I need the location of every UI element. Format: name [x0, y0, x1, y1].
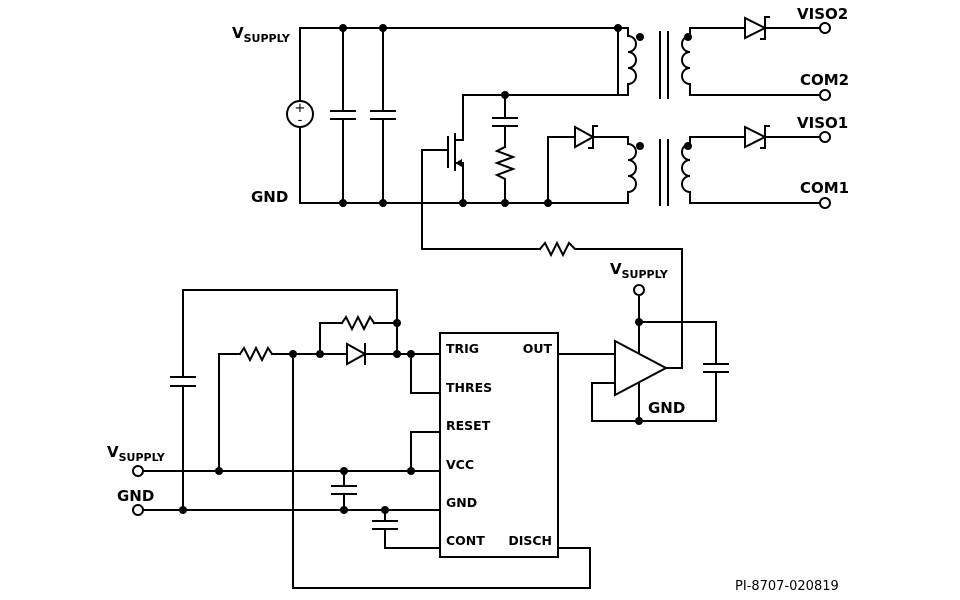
gnd-left-terminal[interactable]	[132, 504, 144, 516]
snubber-capacitor	[492, 94, 518, 148]
com2-terminal[interactable]	[819, 89, 831, 101]
junction-dot	[544, 199, 552, 207]
timing-diode	[346, 342, 368, 366]
feedback-loop-wire	[182, 289, 398, 511]
opamp-bypass-wire	[638, 321, 717, 422]
junction-dot	[635, 417, 643, 425]
com2-label: COM2	[800, 71, 849, 89]
junction-dot	[179, 506, 187, 514]
viso1-diode	[744, 125, 770, 149]
vsupply-main-label: VSUPPLY	[232, 24, 291, 45]
junction-dot	[501, 199, 509, 207]
viso1-label: VISO1	[797, 114, 848, 132]
pin-cont: CONT	[446, 533, 485, 548]
junction-dot	[379, 24, 387, 32]
top-power-stage: + -	[232, 5, 849, 369]
pin-thres: THRES	[446, 380, 492, 395]
com1-terminal[interactable]	[819, 197, 831, 209]
transformer-upper	[617, 27, 692, 99]
timer-ic	[439, 332, 559, 558]
coupling-capacitor	[170, 376, 196, 387]
pin-trig: TRIG	[446, 341, 479, 356]
dc-source-symbol	[286, 100, 314, 128]
junction-dot	[407, 467, 415, 475]
gnd-opamp-label: GND	[648, 399, 685, 417]
junction-dot	[316, 350, 324, 358]
clamp-diode	[574, 125, 598, 149]
discharge-resistor	[340, 314, 376, 332]
viso1-terminal[interactable]	[819, 131, 831, 143]
source-plus-sign: +	[295, 101, 306, 116]
junction-dot	[339, 24, 347, 32]
viso2-label: VISO2	[797, 5, 848, 23]
com1-label: COM1	[800, 179, 849, 197]
vsupply-opamp-label: VSUPPLY	[610, 260, 669, 281]
vsupply-left-terminal[interactable]	[132, 465, 144, 477]
mosfet-switch	[421, 133, 467, 207]
pin-vcc: VCC	[446, 457, 474, 472]
opamp-bypass-capacitor	[703, 363, 729, 373]
capacitor-2	[370, 27, 396, 204]
junction-dot	[393, 319, 401, 327]
thres-tie-wire	[410, 353, 441, 394]
pin-reset: RESET	[446, 418, 491, 433]
capacitor-1	[330, 27, 356, 204]
junction-dot	[407, 350, 415, 358]
gnd-left-label: GND	[117, 487, 154, 505]
gnd-main-label: GND	[251, 188, 288, 206]
control-capacitor	[372, 509, 441, 549]
decoupling-capacitor	[331, 470, 357, 511]
timing-network-wire	[218, 353, 441, 472]
vsupply-opamp-terminal[interactable]	[633, 284, 645, 296]
gate-drive-wire	[421, 149, 541, 250]
timing-resistor	[238, 345, 274, 363]
opamp-buffer: VSUPPLY GND	[591, 260, 729, 425]
opamp-symbol	[614, 339, 669, 397]
snubber-resistor	[494, 145, 516, 204]
opamp-feedback-wire	[591, 382, 717, 422]
viso2-terminal[interactable]	[819, 22, 831, 34]
clamp-diode-lead	[547, 136, 629, 204]
primary-1-top-lead	[462, 27, 619, 141]
junction-dot	[393, 350, 401, 358]
junction-dot	[379, 199, 387, 207]
pin-gnd: GND	[446, 495, 477, 510]
gate-resistor	[538, 240, 683, 369]
figure-reference: PI-8707-020819	[735, 579, 839, 594]
source-minus-sign: -	[298, 113, 303, 128]
reset-tie-wire	[410, 431, 441, 472]
pin-out: OUT	[523, 341, 553, 356]
junction-dot	[215, 467, 223, 475]
junction-dot	[339, 199, 347, 207]
transformer-lower	[627, 136, 692, 206]
junction-dot	[635, 318, 643, 326]
vsupply-left-label: VSUPPLY	[107, 443, 166, 464]
timer-oscillator: TRIG THRES RESET VCC GND CONT OUT DISCH	[107, 289, 616, 589]
viso2-diode	[744, 16, 770, 40]
supply-top-rail	[299, 27, 629, 204]
pin-disch: DISCH	[508, 533, 552, 548]
